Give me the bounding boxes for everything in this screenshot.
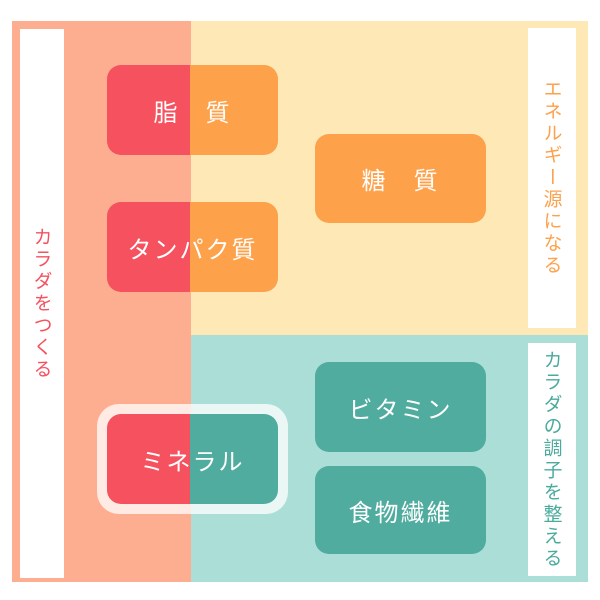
nutrient-protein: タンパク質 xyxy=(107,202,278,292)
nutrient-mineral: ミネラル xyxy=(107,414,278,504)
nutrient-vitamin: ビタミン xyxy=(315,362,486,452)
nutrient-carbohydrate: 糖 質 xyxy=(315,134,486,223)
nutrient-fat: 脂 質 xyxy=(107,65,278,155)
nutrient-fiber: 食物繊維 xyxy=(315,466,486,554)
body-building-label: カラダをつくる xyxy=(20,29,64,578)
energy-source-label: エネルギー源になる xyxy=(528,28,576,328)
body-regulation-label: カラダの調子を整える xyxy=(528,343,576,576)
